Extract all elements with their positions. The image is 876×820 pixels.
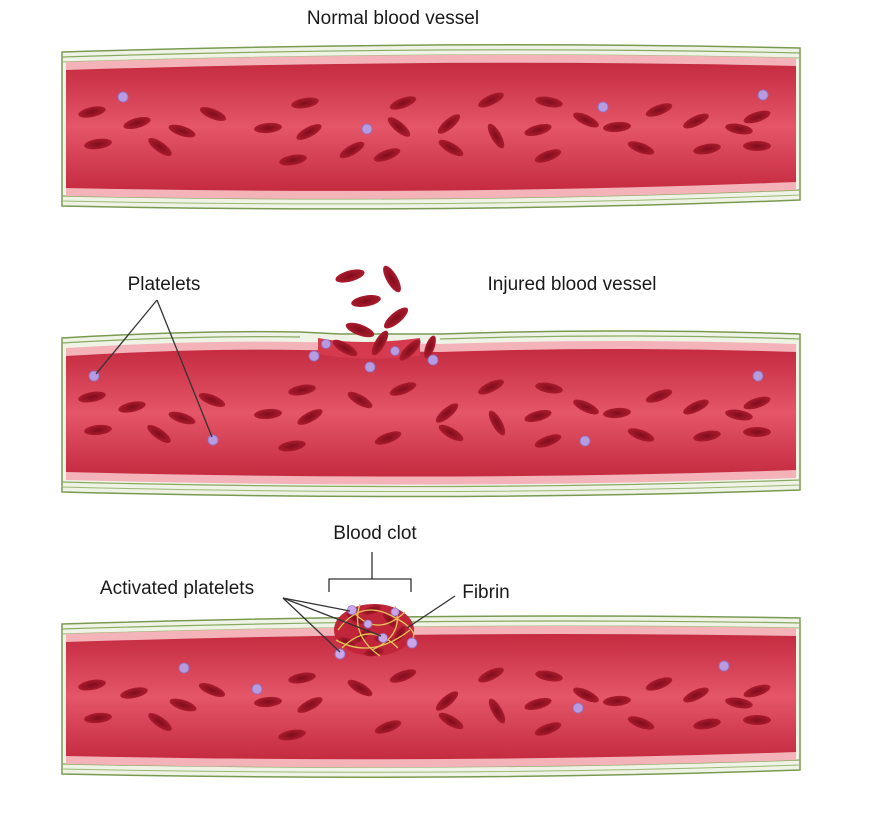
label-activated-platelets: Activated platelets: [100, 578, 254, 599]
label-platelets: Platelets: [128, 274, 201, 295]
platelets: [117, 89, 769, 135]
escaping-red-blood-cells: [332, 265, 436, 361]
blood-lumen: [66, 349, 796, 477]
label-normal-blood-vessel: Normal blood vessel: [307, 8, 479, 29]
injured-vessel: [61, 265, 801, 498]
label-fibrin: Fibrin: [462, 582, 510, 603]
platelets: [178, 660, 730, 714]
label-blood-clot: Blood clot: [333, 523, 417, 544]
platelets-pointer-lines: [95, 299, 213, 438]
normal-vessel: [61, 44, 801, 210]
activated-platelets-pointer-lines: [282, 597, 382, 653]
red-blood-cells: [78, 667, 771, 741]
platelets: [88, 339, 764, 447]
blood-lumen: [66, 634, 796, 760]
label-injured-blood-vessel: Injured blood vessel: [488, 274, 657, 295]
red-blood-cells: [78, 379, 771, 452]
clotted-vessel: [61, 603, 801, 778]
blood-lumen: [66, 62, 796, 191]
blood-clot-bracket: [328, 552, 412, 592]
red-blood-cells: [78, 92, 771, 166]
fibrin-pointer-line: [406, 595, 456, 629]
